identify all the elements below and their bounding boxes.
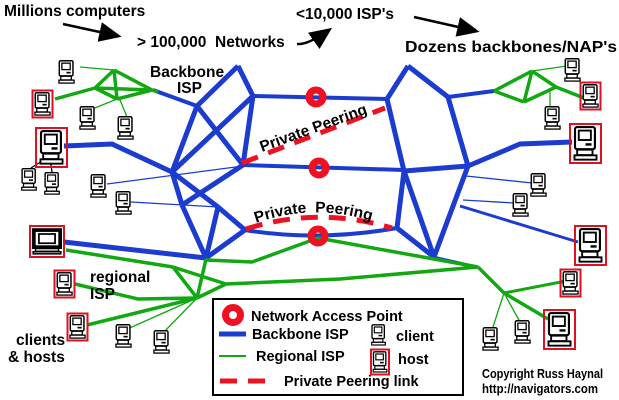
- client-computer-icon: [153, 330, 170, 354]
- legend: Network Access Point Backbone ISP Region…: [212, 298, 464, 396]
- copyright-url: http://navigators.com: [482, 381, 598, 396]
- host-terminal-icon: [29, 225, 65, 258]
- regional-bottom-mesh: [65, 236, 567, 337]
- backbone-isp-label: Backbone: [150, 64, 224, 81]
- legend-peering-label: Private Peering link: [284, 374, 420, 390]
- client-computer-icon: [544, 106, 561, 130]
- regional-isp-label: regional: [90, 269, 150, 286]
- host-computer-icon: [569, 123, 602, 164]
- client-computer-icon: [58, 60, 75, 84]
- client-computer-icon: [530, 173, 547, 197]
- regional-right-mesh: [493, 65, 585, 110]
- private-peering-label: Private Peering: [252, 199, 375, 226]
- nap-icon: [305, 86, 327, 108]
- legend-host-label: host: [398, 352, 429, 368]
- client-computer-icon: [21, 168, 37, 191]
- backbone-link: [152, 88, 198, 108]
- arrow-icon: [62, 22, 122, 42]
- backbone-isp-label: ISP: [177, 80, 202, 97]
- client-computer-icon: [564, 58, 581, 82]
- host-computer-icon: [543, 309, 576, 350]
- client-computer-icon: [115, 191, 132, 215]
- footer: Copyright Russ Haynal http://navigators.…: [482, 366, 603, 396]
- client-legend-icon: [371, 324, 386, 346]
- regional-link: [493, 69, 585, 104]
- annotation-arrows: [62, 15, 480, 50]
- peering-link: [241, 105, 386, 166]
- legend-backbone-label: Backbone ISP: [252, 327, 349, 343]
- client-computer-icon: [115, 324, 132, 348]
- regional-link: [54, 68, 159, 101]
- host-computer-icon: [574, 225, 607, 266]
- legend-regional-label: Regional ISP: [256, 349, 345, 365]
- annotation-millions-computers: Millions computers: [4, 3, 145, 20]
- backbone-link: [467, 139, 573, 169]
- client-computer-icon: [44, 172, 60, 195]
- backbone-link: [169, 64, 256, 261]
- arrow-icon: [296, 27, 333, 50]
- regional-left-mesh: [54, 66, 159, 118]
- nap-icon: [307, 225, 329, 247]
- backbone-right-cluster: [384, 64, 471, 259]
- backbone-link: [106, 165, 244, 185]
- host-computer-icon: [579, 81, 602, 111]
- legend-client-label: client: [396, 329, 434, 345]
- private-peering-links: [241, 105, 393, 232]
- copyright-text: Copyright Russ Haynal: [482, 366, 603, 381]
- private-peering-label: Private Peering: [258, 101, 370, 156]
- host-computer-icon: [53, 269, 76, 299]
- legend-nap-label: Network Access Point: [251, 309, 403, 325]
- host-computer-icon: [35, 127, 68, 168]
- backbone-link: [465, 175, 533, 184]
- host-computer-icon: [66, 312, 89, 342]
- annotation-isps: <10,000 ISP's: [296, 6, 394, 23]
- backbone-link: [63, 141, 174, 175]
- nap-legend-icon: [222, 304, 244, 326]
- regional-link: [65, 236, 549, 327]
- regional-link: [503, 279, 567, 295]
- clients-hosts-label: & hosts: [8, 349, 65, 366]
- backbone-edge-links: [63, 88, 579, 269]
- client-computer-icon: [514, 320, 531, 344]
- nap-icon: [308, 157, 330, 179]
- backbone-left-cluster: [169, 64, 256, 261]
- network-access-points: [305, 86, 330, 247]
- client-computer-icon: [482, 327, 499, 351]
- backbone-link: [130, 201, 219, 208]
- backbone-link: [384, 64, 471, 259]
- host-legend-icon: [370, 348, 390, 376]
- client-computer-icon: [90, 174, 107, 198]
- client-computer-icon: [117, 116, 134, 140]
- host-computer-icon: [559, 268, 582, 298]
- arrow-icon: [413, 15, 480, 37]
- client-computer-icon: [79, 106, 96, 130]
- backbone-link: [462, 199, 515, 204]
- clients-hosts-label: clients: [16, 332, 65, 349]
- backbone-link: [447, 89, 495, 99]
- backbone-link: [244, 226, 398, 238]
- host-computer-icon: [31, 89, 54, 119]
- annotation-networks: > 100,000 Networks: [137, 34, 285, 51]
- annotation-backbones-naps: Dozens backbones/NAP's: [405, 39, 617, 56]
- backbone-link: [459, 204, 579, 244]
- regional-isp-label: ISP: [90, 286, 115, 303]
- backbone-link: [63, 239, 207, 261]
- client-computer-icon: [512, 193, 529, 217]
- regional-link: [124, 292, 521, 337]
- host-computers: [29, 81, 607, 350]
